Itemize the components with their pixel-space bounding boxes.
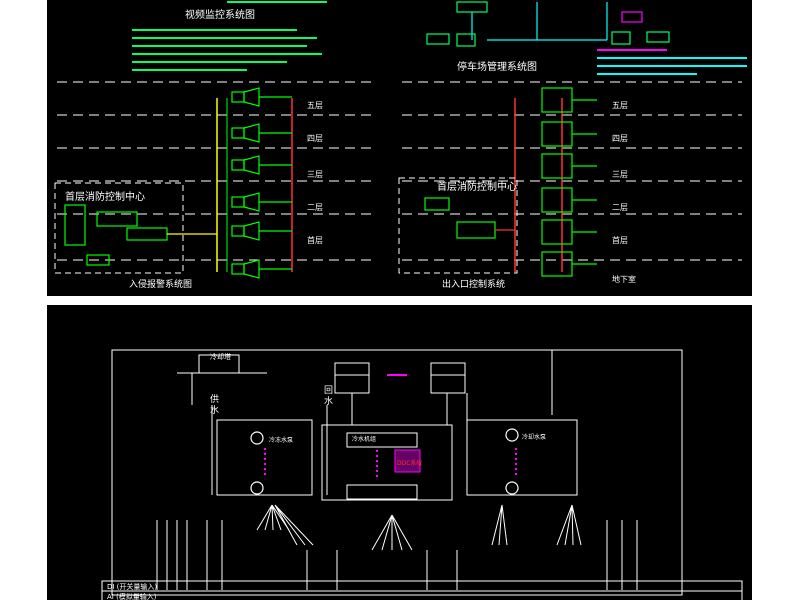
left-title: 视频监控系统图 bbox=[185, 8, 255, 21]
chillers bbox=[346, 432, 418, 500]
left-floor-label-1: 五层 bbox=[307, 101, 323, 110]
pump-left-label: 冷冻水泵 bbox=[269, 436, 293, 444]
left-bottom-title: 入侵报警系统图 bbox=[129, 278, 192, 290]
sensor-fans bbox=[256, 504, 582, 551]
left-control-center-box bbox=[54, 182, 184, 274]
right-control-center-label: 首层消防控制中心 bbox=[437, 180, 517, 193]
top-drawing-svg: 视频监控系统图 首层消防控制中心 入侵报警系统图 五层 四层 三层 二层 首层 … bbox=[54, 1, 747, 290]
right-header-devices bbox=[426, 1, 670, 47]
return-label-2: 水 bbox=[324, 395, 333, 407]
ddc-label: DDC系统 bbox=[397, 459, 422, 467]
right-floor-label-1: 五层 bbox=[612, 101, 628, 110]
chiller-label: 冷水机组 bbox=[352, 435, 376, 443]
io-bus bbox=[101, 580, 743, 600]
notes-block-right bbox=[597, 49, 747, 75]
notes-block-left bbox=[132, 29, 322, 71]
return-label-1: 回 bbox=[324, 385, 333, 396]
bottom-drawing-panel: 冷却塔 供 水 回 水 冷水机组 冷冻水泵 冷却水泵 DDC系统 DI (开关量… bbox=[47, 305, 752, 600]
pumps bbox=[250, 428, 519, 495]
ddc-center-box bbox=[394, 449, 421, 473]
right-control-devices bbox=[424, 197, 515, 239]
supply-label-2: 水 bbox=[210, 404, 219, 416]
cooling-towers bbox=[334, 362, 466, 394]
left-control-center-label: 首层消防控制中心 bbox=[65, 190, 145, 203]
top-drawing-panel: 视频监控系统图 首层消防控制中心 入侵报警系统图 五层 四层 三层 二层 首层 … bbox=[47, 0, 752, 296]
magenta-dotted bbox=[264, 448, 517, 480]
piping bbox=[211, 350, 578, 501]
right-riser bbox=[514, 98, 563, 272]
bus-row-di: DI (开关量输入) bbox=[107, 582, 157, 591]
pump-right-label: 冷却水泵 bbox=[522, 433, 546, 441]
supply-label-1: 供 bbox=[210, 393, 219, 405]
right-floor-label-4: 二层 bbox=[612, 203, 628, 212]
left-floor-label-5: 首层 bbox=[307, 235, 323, 245]
left-camera-devices bbox=[231, 87, 292, 279]
bottom-drawing-svg: 冷却塔 供 水 回 水 冷水机组 冷冻水泵 冷却水泵 DDC系统 DI (开关量… bbox=[101, 349, 743, 600]
bottom-outer-frame bbox=[111, 349, 683, 596]
right-bottom-title: 出入口控制系统 bbox=[442, 278, 505, 290]
right-door-devices bbox=[541, 87, 597, 277]
right-floor-label-5: 首层 bbox=[612, 235, 628, 245]
tank-label: 冷却塔 bbox=[210, 352, 231, 361]
signal-drop-lines bbox=[156, 520, 638, 590]
left-floor-label-3: 三层 bbox=[307, 170, 323, 179]
left-riser bbox=[216, 98, 293, 272]
right-title: 停车场管理系统图 bbox=[457, 60, 537, 73]
right-floor-label-3: 三层 bbox=[612, 170, 628, 179]
left-floor-label-2: 四层 bbox=[307, 134, 323, 143]
right-floor-label-2: 四层 bbox=[612, 134, 628, 143]
right-floor-label-6: 地下室 bbox=[612, 274, 636, 284]
bus-row-ai: AI (模拟量输入) bbox=[107, 592, 157, 600]
water-tank bbox=[177, 354, 267, 405]
right-control-center-box bbox=[398, 177, 518, 274]
left-floor-label-4: 二层 bbox=[307, 203, 323, 212]
left-control-devices bbox=[64, 204, 217, 266]
